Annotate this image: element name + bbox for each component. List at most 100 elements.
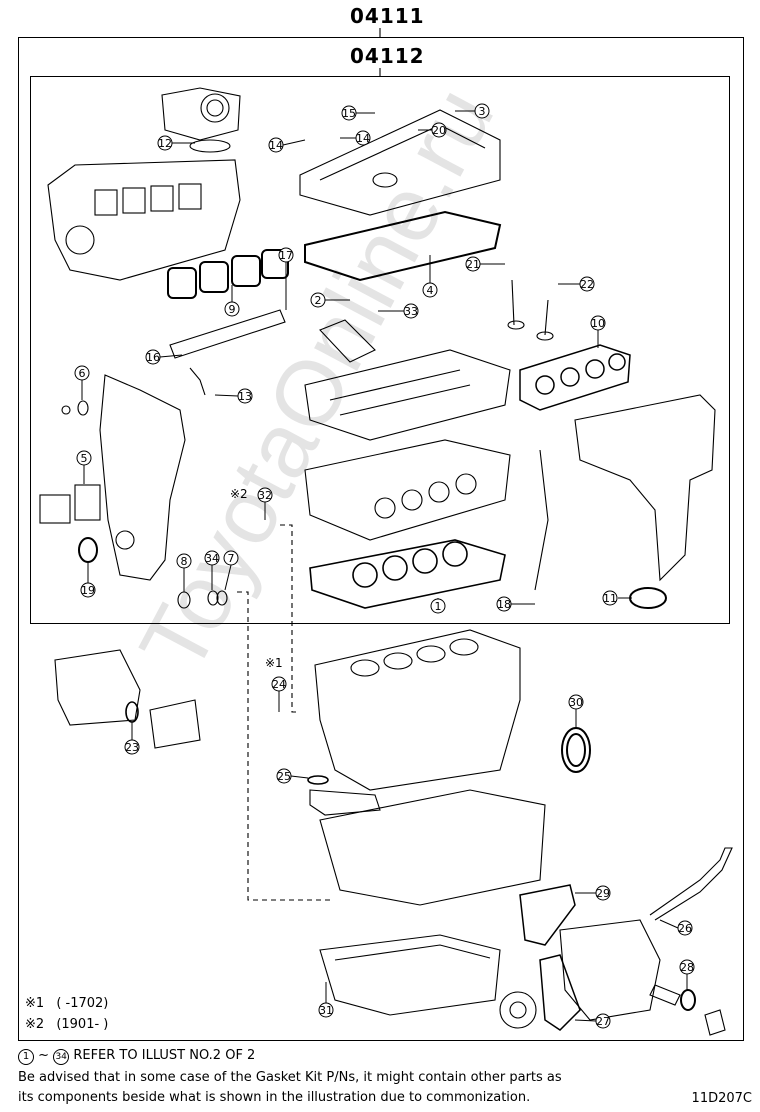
illustration-code: 11D207C: [691, 1091, 752, 1106]
head-cover-gasket-drawing: [304, 210, 502, 282]
note-1: ※1 ( -1702): [25, 996, 108, 1011]
callout-30: 30: [568, 694, 584, 728]
callout-20: 20: [418, 122, 447, 138]
callout-4: 4: [422, 255, 438, 298]
svg-text:24: 24: [272, 678, 286, 691]
svg-text:25: 25: [277, 770, 291, 783]
callout-21: 21: [465, 256, 505, 272]
star-2-label: ※2: [230, 487, 248, 501]
svg-text:3: 3: [479, 105, 486, 118]
svg-text:34: 34: [205, 552, 219, 565]
callout-7: 7: [223, 550, 239, 591]
cylinder-block-drawing: [314, 629, 521, 791]
svg-text:30: 30: [569, 696, 583, 709]
kit-04111-frame: [18, 37, 744, 1041]
callout-11: 11: [602, 590, 632, 606]
small-gaskets-drawing: [39, 400, 228, 609]
svg-text:2: 2: [315, 294, 322, 307]
svg-text:17: 17: [279, 249, 293, 262]
cylinder-head-cover-drawing: [299, 109, 501, 216]
svg-text:1: 1: [435, 600, 442, 613]
callout-2: 2: [310, 292, 350, 308]
svg-text:32: 32: [258, 489, 272, 502]
water-pump-drawing: [499, 919, 661, 1031]
intake-gasket-drawing: [167, 249, 289, 299]
dashed-leaders: [237, 524, 330, 901]
intake-manifold-drawing: [47, 159, 241, 281]
svg-text:27: 27: [596, 1015, 610, 1028]
callouts: 1 2 3 4 5 6 7 8 9 10 11 12 13 14 14 15 1…: [74, 103, 695, 1029]
callout-1: 1: [430, 598, 446, 614]
advice-line-1: Be advised that in some case of the Gask…: [18, 1070, 562, 1085]
ref-text: REFER TO ILLUST NO.2 OF 2: [73, 1048, 256, 1063]
callout-18: 18: [496, 596, 535, 612]
note-2-range: (1901- ): [56, 1017, 109, 1032]
callout-32: 32: [257, 487, 273, 520]
svg-text:10: 10: [591, 317, 605, 330]
svg-text:14: 14: [269, 139, 283, 152]
callout-14a: 14: [268, 137, 306, 153]
svg-text:5: 5: [81, 452, 88, 465]
ref-circle-1: 1: [18, 1049, 34, 1065]
svg-text:11: 11: [603, 592, 617, 605]
svg-text:33: 33: [404, 305, 418, 318]
svg-text:31: 31: [319, 1004, 333, 1017]
callout-25: 25: [276, 768, 309, 784]
svg-text:23: 23: [125, 741, 139, 754]
crank-sensor-drawing: [309, 789, 381, 816]
svg-text:13: 13: [238, 390, 252, 403]
callout-29: 29: [575, 885, 611, 901]
throttle-body-drawing: [161, 87, 241, 153]
callout-31: 31: [318, 982, 334, 1018]
callout-34: 34: [204, 550, 220, 590]
timing-chain-cover-drawing: [99, 374, 186, 581]
svg-text:20: 20: [432, 124, 446, 137]
svg-text:4: 4: [427, 284, 434, 297]
callout-26: 26: [659, 919, 693, 936]
head-gasket-drawing: [309, 539, 506, 609]
svg-text:6: 6: [79, 367, 86, 380]
exhaust-manifold-drawing: [574, 394, 716, 609]
refer-line: 1 ~ 34 REFER TO ILLUST NO.2 OF 2: [18, 1048, 255, 1065]
svg-text:28: 28: [680, 961, 694, 974]
callout-10: 10: [590, 315, 606, 348]
svg-text:14: 14: [356, 132, 370, 145]
kit-number-04111: 04111: [350, 4, 425, 28]
kit-number-04112: 04112: [350, 44, 425, 68]
callout-14b: 14: [340, 130, 371, 146]
callout-23: 23: [124, 722, 140, 755]
valves-drawing: [507, 279, 554, 591]
callout-15: 15: [341, 105, 375, 121]
callout-3: 3: [455, 103, 490, 119]
note-2-mark: ※2: [25, 1017, 45, 1032]
svg-text:22: 22: [580, 278, 594, 291]
svg-text:9: 9: [229, 303, 236, 316]
oil-pan-lower-drawing: [319, 934, 501, 1016]
exhaust-manifold-gasket-drawing: [519, 344, 631, 411]
svg-text:15: 15: [342, 107, 356, 120]
cam-housing-drawing: [304, 349, 511, 441]
timing-cover-gasket-drawing: [54, 649, 201, 749]
cylinder-head-drawing: [304, 439, 511, 541]
callout-9: 9: [224, 285, 240, 317]
svg-text:29: 29: [596, 887, 610, 900]
star-1-label: ※1: [265, 656, 283, 670]
ref-circle-34: 34: [53, 1049, 70, 1065]
svg-text:8: 8: [181, 555, 188, 568]
svg-text:7: 7: [228, 552, 235, 565]
callout-33: 33: [378, 303, 419, 319]
callout-17: 17: [278, 247, 294, 310]
note-1-range: ( -1702): [56, 996, 109, 1011]
svg-text:26: 26: [678, 922, 692, 935]
rear-oil-seal-drawing: [561, 727, 591, 773]
kit-04112-frame: [30, 76, 730, 624]
water-outlet-gasket-drawing: [519, 884, 576, 946]
o-ring-28-drawing: [680, 989, 696, 1011]
oil-pan-upper-drawing: [319, 789, 546, 906]
oil-gauge-guide-drawing: [649, 847, 733, 921]
svg-text:21: 21: [466, 258, 480, 271]
svg-text:19: 19: [81, 584, 95, 597]
callout-12: 12: [157, 135, 195, 151]
advice-line-2: its components beside what is shown in t…: [18, 1090, 531, 1105]
